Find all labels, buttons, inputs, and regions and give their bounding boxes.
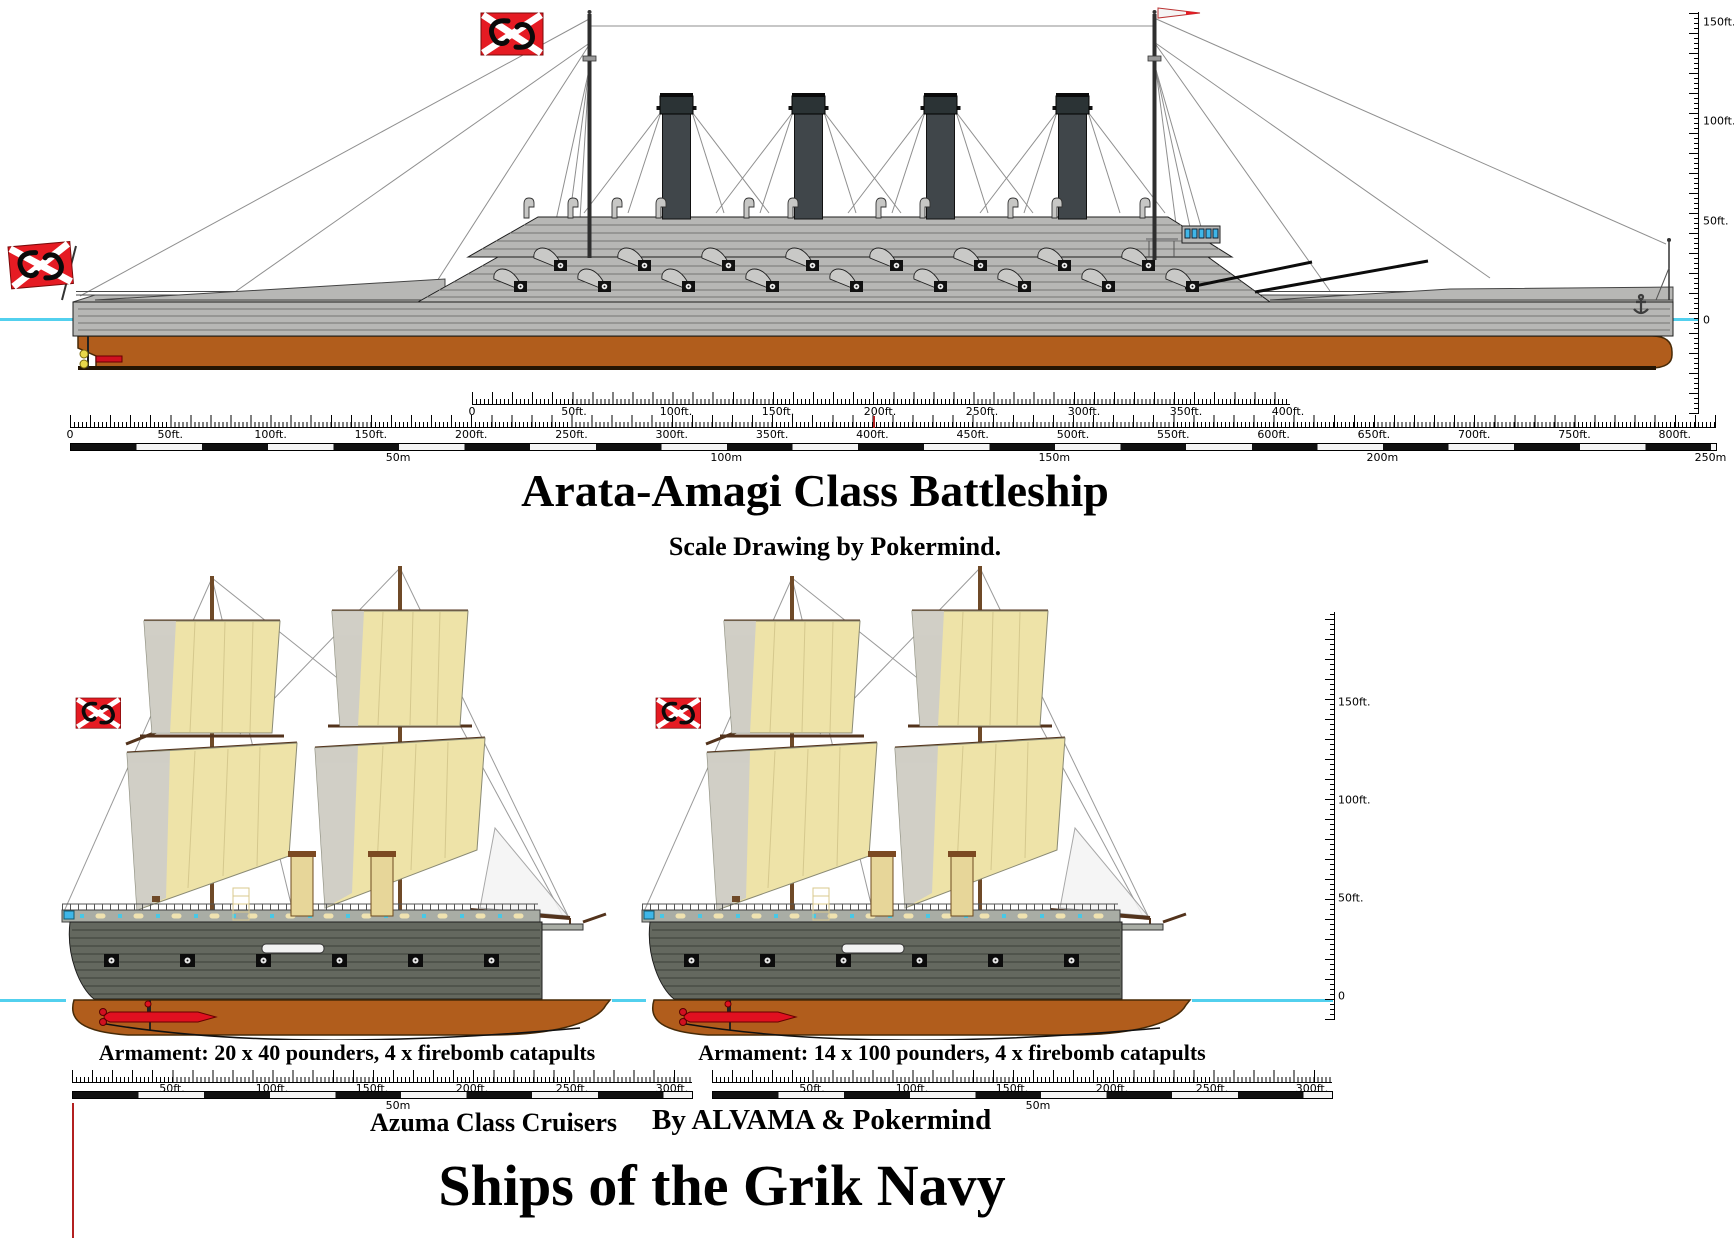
battleship-upper-ruler-label: 200ft.	[863, 405, 897, 418]
battleship-lower-ruler-label: 0	[66, 428, 74, 441]
battleship-subtitle: Scale Drawing by Pokermind.	[668, 532, 1002, 561]
cruiser-right-ruler-label: 50ft.	[799, 1082, 825, 1095]
battleship-mainmast	[1147, 10, 1162, 260]
battleship-lower-ruler-label: 600ft.	[1257, 428, 1290, 441]
battleship-vertical-label: 150ft.	[1703, 15, 1734, 29]
battleship-lower-ruler-label: 350ft.	[755, 428, 789, 441]
cruiser-vertical-label: 150ft.	[1338, 695, 1371, 709]
cruiser-right-ruler-label: 150ft.	[995, 1082, 1029, 1095]
battleship-keel	[78, 366, 1656, 370]
battleship-lower-ruler-label: 750ft.	[1558, 428, 1591, 441]
battleship-upper-ruler-label: 100ft.	[659, 405, 693, 418]
battleship-upper-ruler-label: 250ft.	[965, 405, 999, 418]
battleship-casemate-upper	[466, 216, 1234, 258]
battleship-lower-ruler-label: 150ft.	[354, 428, 388, 441]
battleship-funnels	[583, 93, 1166, 220]
battleship-foremast-flag	[481, 13, 543, 55]
battleship-catapults	[493, 247, 1200, 293]
cruiser-right-ruler-label: 300ft.	[1295, 1082, 1329, 1095]
cruiser-vertical-label: 100ft.	[1338, 793, 1371, 807]
battleship-masthead-pennant	[1157, 7, 1201, 19]
battleship-upper-ruler	[472, 392, 1290, 405]
ruler-red-mark	[873, 416, 875, 428]
cruiser-right-armament: Armament: 14 x 100 pounders, 4 x firebom…	[698, 1040, 1206, 1065]
battleship-vertical-label: 0	[1703, 313, 1710, 327]
battleship-upper-ruler-label: 400ft.	[1271, 405, 1305, 418]
cruiser-class-caption: Azuma Class Cruisers	[370, 1108, 617, 1137]
cruiser-left-ruler-label: 150ft.	[355, 1082, 389, 1095]
battleship-lower-ruler-label: 100ft.	[254, 428, 287, 441]
cruiser-right-ruler-label: 100ft.	[895, 1082, 929, 1095]
battleship-stern-flagstaff	[8, 242, 77, 301]
margin-red-line	[72, 1103, 74, 1238]
cruiser-left	[62, 566, 610, 1040]
battleship-upper-ruler-label: 350ft.	[1169, 405, 1203, 418]
battleship-lower-ruler-label: 50ft.	[157, 428, 184, 441]
battleship-pilothouse	[1146, 225, 1221, 257]
battleship-upper-ruler-label: 300ft.	[1067, 405, 1101, 418]
battleship-vertical-scale	[1689, 12, 1699, 414]
cruiser-right-ruler-label: 250ft.	[1195, 1082, 1229, 1095]
cruiser-left-ruler-label: 300ft.	[655, 1082, 689, 1095]
cruiser-byline: By ALVAMA & Pokermind	[652, 1104, 992, 1136]
battleship-lower-ruler-label: 450ft.	[956, 428, 989, 441]
battleship-lower-ruler-label: 650ft.	[1357, 428, 1391, 441]
battleship-lower-ruler-label: 400ft.	[856, 428, 889, 441]
battleship-lower-ruler-label: 550ft.	[1157, 428, 1190, 441]
battleship-meter-label: 150m	[1038, 451, 1071, 464]
battleship-rigging	[79, 17, 1667, 302]
battleship-upper-ruler-label: 50ft.	[561, 405, 587, 418]
battleship-meter-bar	[70, 443, 1717, 451]
cruiser-left-ruler-label: 50ft.	[159, 1082, 185, 1095]
battleship-hull	[72, 278, 1674, 337]
battleship-lower-hull	[77, 335, 1673, 369]
battleship-lower-ruler-label: 200ft.	[454, 428, 488, 441]
cruiser-right	[642, 566, 1190, 1040]
cruiser-left-meter-label: 50m	[385, 1099, 411, 1112]
cruiser-left-ruler-label: 200ft.	[455, 1082, 489, 1095]
battleship-lower-ruler-label: 500ft.	[1056, 428, 1090, 441]
cruiser-left-meter-bar	[72, 1091, 693, 1099]
battleship-vertical-label: 50ft.	[1703, 214, 1729, 228]
battleship-lower-ruler-label: 800ft.	[1658, 428, 1692, 441]
cruiser-left-ruler-label: 100ft.	[255, 1082, 289, 1095]
battleship-lower-ruler-label: 250ft.	[555, 428, 588, 441]
cruiser-right-meter-bar	[712, 1091, 1333, 1099]
battleship-lower-ruler	[70, 415, 1716, 428]
battleship-vertical-label: 100ft.	[1703, 114, 1734, 128]
cruiser-vertical-label: 0	[1338, 989, 1345, 1003]
battleship-ventilators	[523, 197, 1151, 219]
battleship-casemate-lower	[416, 256, 1272, 303]
battleship-lower-ruler-label: 700ft.	[1457, 428, 1491, 441]
battleship-meter-label: 250m	[1694, 451, 1727, 464]
cruiser-right-meter-label: 50m	[1025, 1099, 1051, 1112]
battleship-meter-label: 100m	[710, 451, 743, 464]
poster-title: Ships of the Grik Navy	[438, 1153, 1006, 1218]
cruiser-vertical-scale	[1325, 612, 1335, 1020]
battleship-meter-label: 50m	[385, 451, 411, 464]
battleship-propeller	[79, 336, 123, 369]
battleship-derrick-booms	[1184, 259, 1429, 294]
battleship-meter-label: 200m	[1366, 451, 1399, 464]
cruiser-left-ruler-label: 250ft.	[555, 1082, 589, 1095]
cruisers-drawing	[0, 558, 1333, 1040]
battleship-bow-details	[1632, 238, 1671, 315]
cruiser-right-ruler	[712, 1070, 1332, 1083]
cruiser-left-armament: Armament: 20 x 40 pounders, 4 x firebomb…	[98, 1040, 596, 1065]
battleship-upper-ruler-label: 0	[468, 405, 476, 418]
battleship-foremast	[582, 10, 597, 258]
cruiser-right-ruler-label: 200ft.	[1095, 1082, 1129, 1095]
cruiser-vertical-label: 50ft.	[1338, 891, 1364, 905]
battleship-upper-ruler-label: 150ft.	[761, 405, 795, 418]
battleship-title: Arata-Amagi Class Battleship	[521, 465, 1109, 516]
cruiser-left-ruler	[72, 1070, 692, 1083]
battleship-lower-ruler-label: 300ft.	[655, 428, 689, 441]
